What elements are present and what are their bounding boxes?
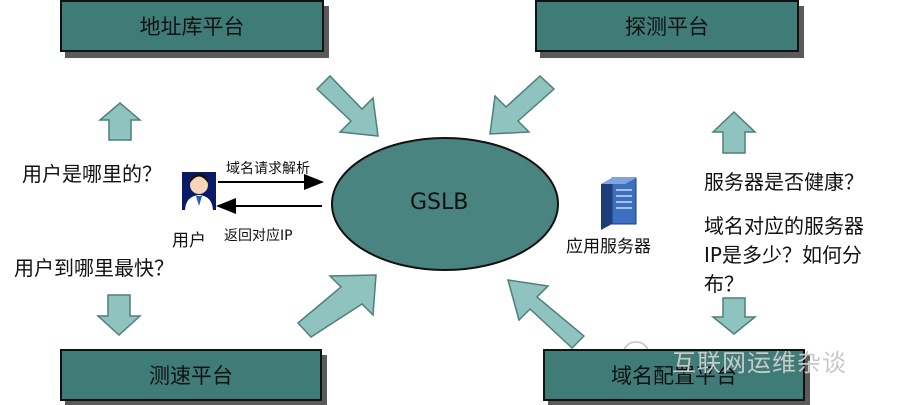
dns-config-platform-label: 域名配置平台 (611, 364, 737, 388)
server-ip-question-line2: IP是多少？如何分 (704, 243, 862, 267)
watermark-text: 互联网运维杂谈 (672, 349, 847, 377)
address-db-platform-box: 地址库平台 (60, 0, 324, 52)
probe-platform-label: 探测平台 (625, 15, 709, 39)
server-ip-question-line1: 域名对应的服务器 (704, 214, 864, 238)
user-icon (182, 172, 216, 210)
gslb-label: GSLB (410, 190, 469, 215)
server-ip-question-line3: 布？ (704, 272, 744, 296)
user-label: 用户 (172, 231, 206, 251)
probe-platform-box: 探测平台 (535, 0, 799, 52)
dns-config-platform-box: 域名配置平台 (543, 349, 805, 401)
user-fastest-question: 用户到哪里最快？ (14, 256, 174, 280)
arrow-speedtest-to-gslb (296, 274, 377, 338)
response-label: 返回对应IP (224, 228, 293, 244)
arrow-up-right (711, 110, 757, 154)
arrow-addressdb-to-gslb (315, 74, 379, 137)
server-health-question: 服务器是否健康？ (704, 170, 864, 194)
address-db-platform-label: 地址库平台 (139, 15, 245, 39)
user-where-question: 用户是哪里的？ (22, 162, 162, 186)
arrow-down-right (710, 297, 758, 335)
gslb-ellipse (331, 137, 559, 271)
speed-test-platform-label: 测速平台 (149, 364, 233, 388)
arrow-dnsconfig-to-gslb (506, 279, 586, 350)
request-label: 域名请求解析 (226, 161, 310, 177)
server-icon (601, 177, 637, 230)
speed-test-platform-box: 测速平台 (60, 349, 322, 401)
arrow-down-left (96, 294, 142, 337)
arrow-up-left (97, 102, 143, 141)
app-server-label: 应用服务器 (566, 237, 651, 257)
arrow-probe-to-gslb (489, 74, 556, 135)
